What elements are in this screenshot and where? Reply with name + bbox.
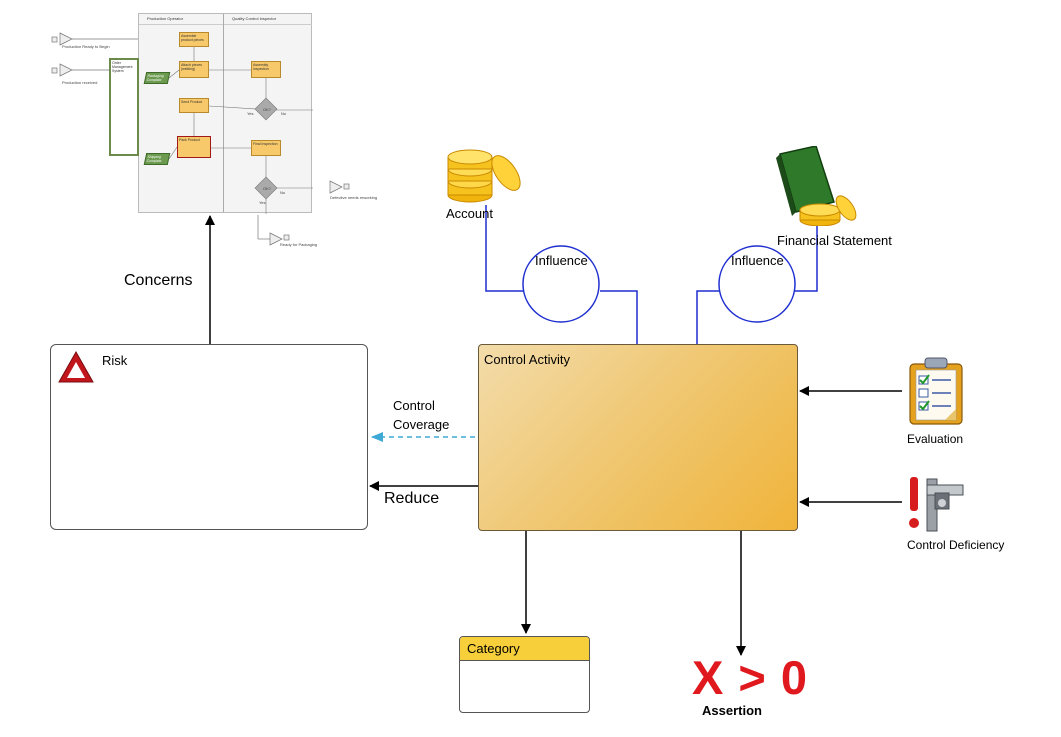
- deficiency-caliper-icon[interactable]: [905, 475, 965, 533]
- process-task: Attach pieces (welding): [179, 61, 209, 78]
- end-event-label: Defective needs reworking: [330, 195, 378, 200]
- ledger-book-icon[interactable]: [776, 146, 860, 226]
- process-task: Assemble product pieces: [179, 32, 209, 47]
- lane-title: Production Operator: [147, 16, 184, 21]
- task-label: Assembly Inspection: [253, 63, 269, 71]
- account-influence-connector[interactable]: [485, 205, 523, 292]
- lane-title: Quality Control Inspector: [232, 16, 277, 21]
- fs-influence-connector[interactable]: [795, 225, 818, 292]
- concerns-label: Concerns: [124, 272, 193, 289]
- gateway-label: OK?: [263, 186, 272, 191]
- risk-title: Risk: [102, 353, 128, 368]
- task-label: Attach pieces (welding): [181, 63, 203, 71]
- influence-circle-1[interactable]: [522, 245, 600, 323]
- yes-label: Yes: [247, 111, 254, 116]
- no-label: No: [281, 111, 287, 116]
- financial-statement-label: Financial Statement: [777, 233, 892, 248]
- start-event-label: Production received: [62, 80, 98, 85]
- control-coverage-label-line2: Coverage: [393, 417, 450, 432]
- process-lane-quality: Quality Control Inspector: [224, 14, 312, 212]
- influence-control-connector-2[interactable]: [696, 290, 719, 344]
- task-label: Pack Product: [179, 138, 200, 142]
- process-task: Send Product: [179, 98, 209, 113]
- end-event-icon: [329, 180, 350, 194]
- task-label: Assemble product pieces: [181, 34, 204, 42]
- warning-triangle-icon: [58, 350, 94, 383]
- category-header: Category: [460, 637, 589, 661]
- influence-circle-2[interactable]: [718, 245, 796, 323]
- process-events: [51, 32, 290, 246]
- task-label: Send Product: [181, 100, 203, 104]
- risk-box[interactable]: Risk: [50, 344, 368, 530]
- assertion-formula[interactable]: X > 0: [692, 651, 809, 704]
- gateway-label: OK?: [263, 107, 272, 112]
- end-event-label: Ready for Packaging: [280, 242, 318, 247]
- process-task: Assembly Inspection: [251, 61, 281, 78]
- task-label: Final Inspection: [253, 142, 278, 146]
- start-event-label: Production Ready to Begin: [62, 44, 110, 49]
- assertion-label: Assertion: [702, 703, 762, 718]
- clipboard-checklist-icon[interactable]: [905, 356, 967, 426]
- control-activity-box[interactable]: Control Activity: [478, 344, 798, 531]
- process-system-box: Order Management System: [109, 58, 139, 156]
- process-flow-lines: [168, 47, 313, 214]
- process-lane-production: Production Operator: [139, 14, 224, 212]
- account-label: Account: [446, 206, 493, 221]
- gateway-diamond: [254, 176, 278, 200]
- influence-label-2: Influence: [731, 253, 784, 268]
- influence-label-1: Influence: [535, 253, 588, 268]
- yes-label: Yes: [259, 200, 266, 205]
- process-task-highlighted: Pack Product: [177, 136, 211, 158]
- category-box[interactable]: Category: [459, 636, 590, 713]
- control-coverage-label-line1: Control: [393, 398, 435, 413]
- reduce-label: Reduce: [384, 490, 440, 507]
- gateway-diamond: [254, 97, 278, 121]
- category-title: Category: [467, 641, 520, 656]
- control-activity-title: Control Activity: [484, 352, 570, 367]
- no-label: No: [280, 190, 286, 195]
- evaluation-label: Evaluation: [907, 432, 964, 446]
- coins-icon[interactable]: [442, 143, 528, 205]
- influence-control-connector-1[interactable]: [600, 290, 638, 344]
- system-label: Order Management System: [112, 61, 133, 73]
- process-task: Final Inspection: [251, 140, 281, 156]
- process-diagram-thumbnail[interactable]: Production Operator Quality Control Insp…: [109, 13, 313, 214]
- control-deficiency-label: Control Deficiency: [907, 538, 1005, 552]
